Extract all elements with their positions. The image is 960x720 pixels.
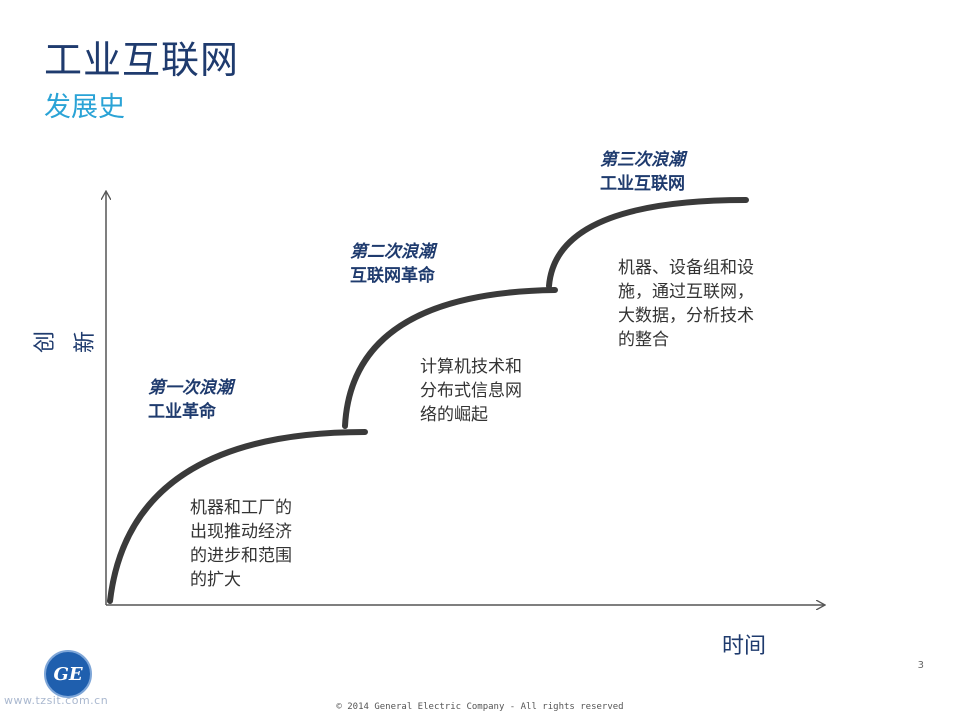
wave-1-description: 机器和工厂的 出现推动经济 的进步和范围 的扩大 <box>190 496 330 592</box>
wave-2-desc-line: 分布式信息网 <box>420 381 522 401</box>
wave-1-subtitle: 工业革命 <box>148 402 216 422</box>
wave-curve-2 <box>342 287 558 429</box>
wave-3-heading: 第三次浪潮 工业互联网 <box>600 148 685 196</box>
x-axis-label: 时间 <box>722 634 767 659</box>
watermark: www.tzsit.com.cn <box>4 694 109 707</box>
wave-3-desc-line: 施，通过互联网， <box>618 282 754 302</box>
wave-1-heading: 第一次浪潮 工业革命 <box>148 376 233 424</box>
wave-2-desc-line: 计算机技术和 <box>420 357 522 377</box>
page-title: 工业互联网 <box>44 38 240 82</box>
wave-1-desc-line: 机器和工厂的 <box>190 498 292 518</box>
wave-3-desc-line: 的整合 <box>618 330 669 350</box>
ge-logo-icon: GE <box>44 650 92 698</box>
ge-logo-text: GE <box>53 663 83 685</box>
page-number: 3 <box>917 660 924 671</box>
copyright-notice: © 2014 General Electric Company - All ri… <box>336 702 624 712</box>
wave-1-desc-line: 的进步和范围 <box>190 546 292 566</box>
wave-2-description: 计算机技术和 分布式信息网 络的崛起 <box>420 355 560 427</box>
wave-1-desc-line: 的扩大 <box>190 570 241 590</box>
y-axis-label: 创新 <box>33 331 98 354</box>
wave-curve-3 <box>546 197 749 289</box>
wave-1-name: 第一次浪潮 <box>148 378 233 398</box>
wave-curve-1 <box>107 429 368 604</box>
wave-2-subtitle: 互联网革命 <box>350 266 435 286</box>
wave-3-desc-line: 大数据，分析技术 <box>618 306 754 326</box>
wave-3-description: 机器、设备组和设 施，通过互联网， 大数据，分析技术 的整合 <box>618 256 798 352</box>
wave-1-desc-line: 出现推动经济 <box>190 522 292 542</box>
wave-3-name: 第三次浪潮 <box>600 150 685 170</box>
wave-3-desc-line: 机器、设备组和设 <box>618 258 754 278</box>
wave-2-name: 第二次浪潮 <box>350 242 435 262</box>
page-subtitle: 发展史 <box>44 92 125 123</box>
wave-2-heading: 第二次浪潮 互联网革命 <box>350 240 435 288</box>
wave-3-subtitle: 工业互联网 <box>600 174 685 194</box>
wave-2-desc-line: 络的崛起 <box>420 405 488 425</box>
